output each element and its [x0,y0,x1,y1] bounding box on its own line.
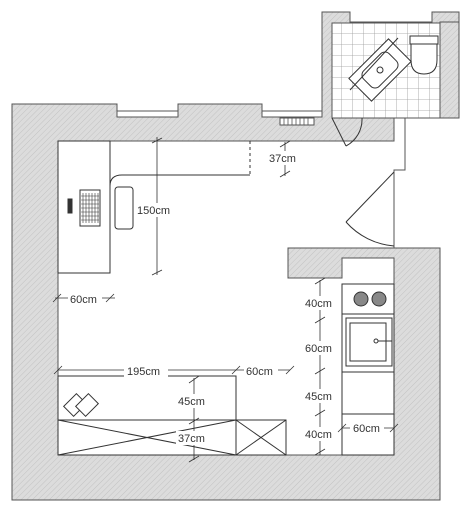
dim-label-45-bed: 45cm [178,396,205,408]
bathroom-door [331,117,363,147]
bathroom-wall-right [439,21,460,119]
stove [353,291,387,307]
dim-label-60-mid: 60cm [305,343,332,355]
chair [114,186,134,230]
dim-label-195: 195cm [127,366,160,378]
entrance-door [345,171,395,247]
pillows [62,392,100,418]
dim-label-45-right: 45cm [305,391,332,403]
dim-label-60-left: 60cm [70,294,97,306]
dim-label-37-bed: 37cm [178,433,205,445]
dim-label-60-bed: 60cm [246,366,273,378]
dimension-labels: 150cm 37cm 60cm 195cm 60cm 45cm 37cm 40c… [68,151,384,445]
shelf-outline [109,174,250,273]
dim-label-40-bottom: 40cm [305,429,332,441]
computer [67,189,101,227]
radiator [279,117,315,126]
dim-label-60-right: 60cm [353,423,380,435]
windows [116,110,323,118]
bed [57,375,287,456]
toilet [409,35,439,75]
bathroom-sink [348,38,412,102]
dim-label-40-top: 40cm [305,298,332,310]
dim-label-150: 150cm [137,205,170,217]
dim-label-37-top: 37cm [269,153,296,165]
